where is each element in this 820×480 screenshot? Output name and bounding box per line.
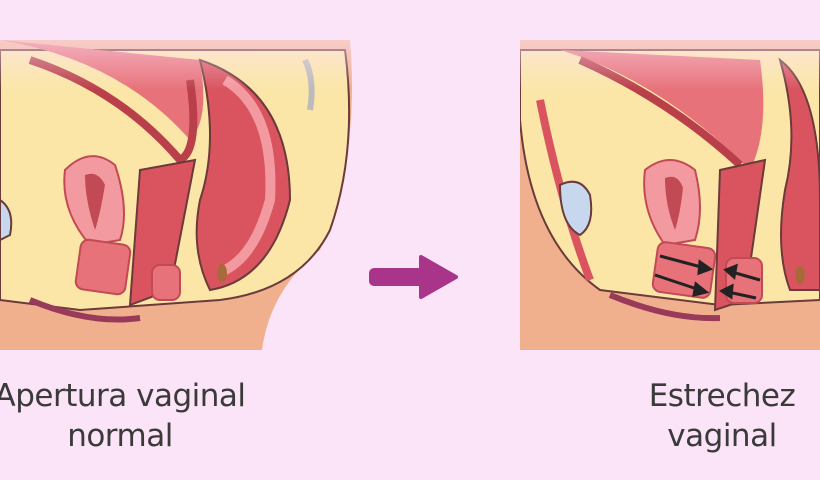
arrow-right-icon [369,255,458,299]
caption-line-1: Apertura vaginal [0,378,246,414]
caption-line-2: vaginal [667,418,777,454]
narrowing-caption: Estrechez vaginal [512,376,820,456]
normal-opening-caption: Apertura vaginal normal [0,376,330,456]
narrowed-anatomy-illustration [520,0,820,350]
normal-anatomy-illustration [0,0,370,350]
caption-line-1: Estrechez [648,378,796,414]
caption-line-2: normal [67,418,173,454]
inward-arrows-icon [654,254,761,300]
